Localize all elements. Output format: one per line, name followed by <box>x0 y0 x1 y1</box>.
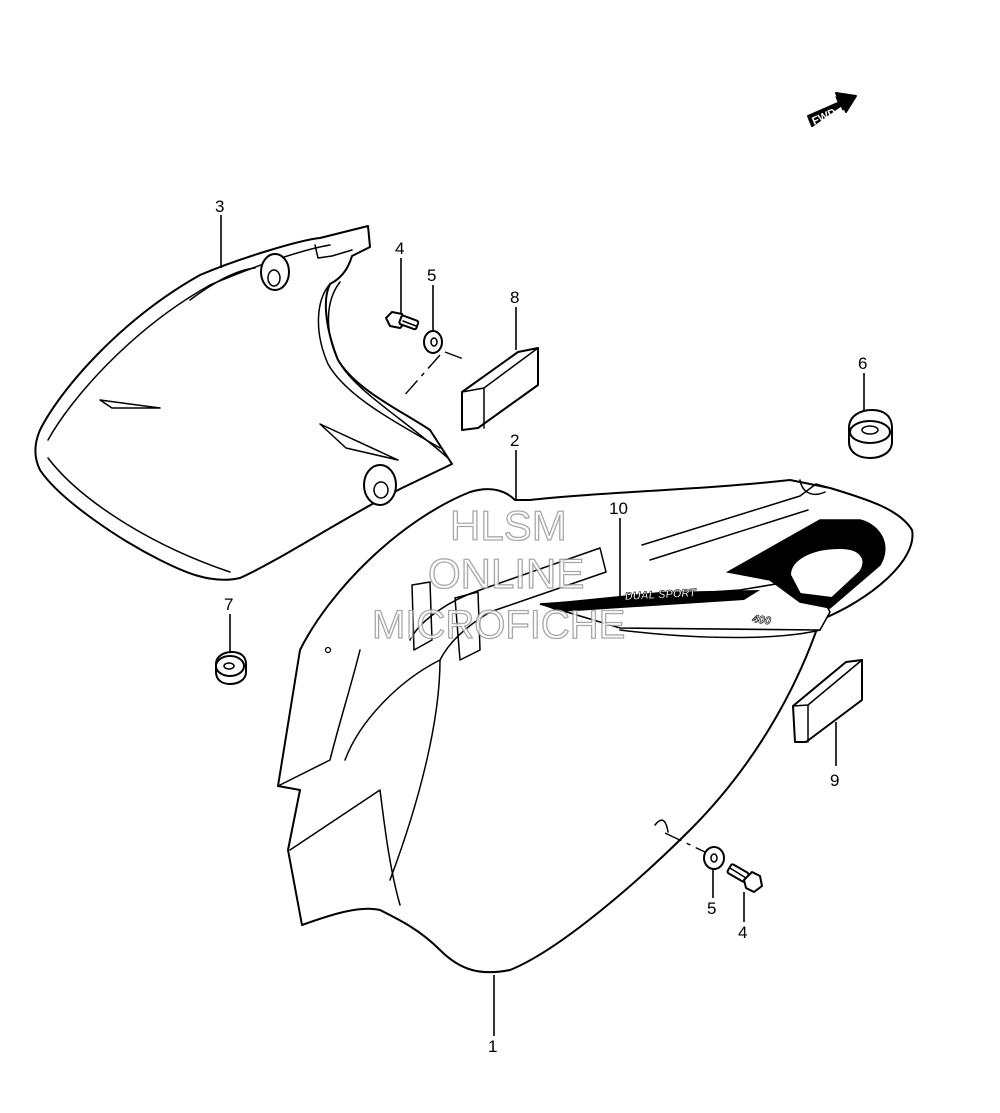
mount-hole-icon <box>260 253 290 291</box>
callout-4-bottom: 4 <box>738 923 747 942</box>
watermark-line-2: ONLINE <box>428 550 584 597</box>
grommet-7 <box>215 651 247 685</box>
washer-bottom <box>703 846 725 870</box>
watermark-line-3: MICROFICHE <box>372 603 625 647</box>
callout-9: 9 <box>830 771 839 790</box>
fwd-label: FWD <box>810 107 838 128</box>
callout-3: 3 <box>215 197 224 216</box>
callout-5-top: 5 <box>427 266 436 285</box>
side-cover-main: DUAL SPORT 400 <box>277 479 914 974</box>
watermark-line-1: HLSM <box>450 502 567 549</box>
bolt-bottom <box>726 863 763 893</box>
side-cover-upper <box>34 225 453 581</box>
callout-5-bottom: 5 <box>707 899 716 918</box>
callout-2: 2 <box>510 431 519 450</box>
callout-8: 8 <box>510 288 519 307</box>
pad-8 <box>461 347 539 431</box>
grommet-6 <box>848 409 893 459</box>
fwd-arrow-icon: FWD <box>807 92 857 128</box>
callout-6: 6 <box>858 354 867 373</box>
callout-4-top: 4 <box>395 239 404 258</box>
bolt-top <box>385 311 420 331</box>
washer-top <box>423 330 443 354</box>
callout-10: 10 <box>609 499 628 518</box>
callout-7: 7 <box>224 595 233 614</box>
decal-model-text: DUAL SPORT <box>625 587 698 603</box>
pad-9 <box>792 659 863 743</box>
decal-number-text: 400 <box>751 613 773 628</box>
watermark: HLSM ONLINE MICROFICHE <box>371 501 626 647</box>
callout-1: 1 <box>488 1037 497 1056</box>
mount-hole-icon <box>363 464 397 506</box>
leader-lines <box>220 215 865 1036</box>
